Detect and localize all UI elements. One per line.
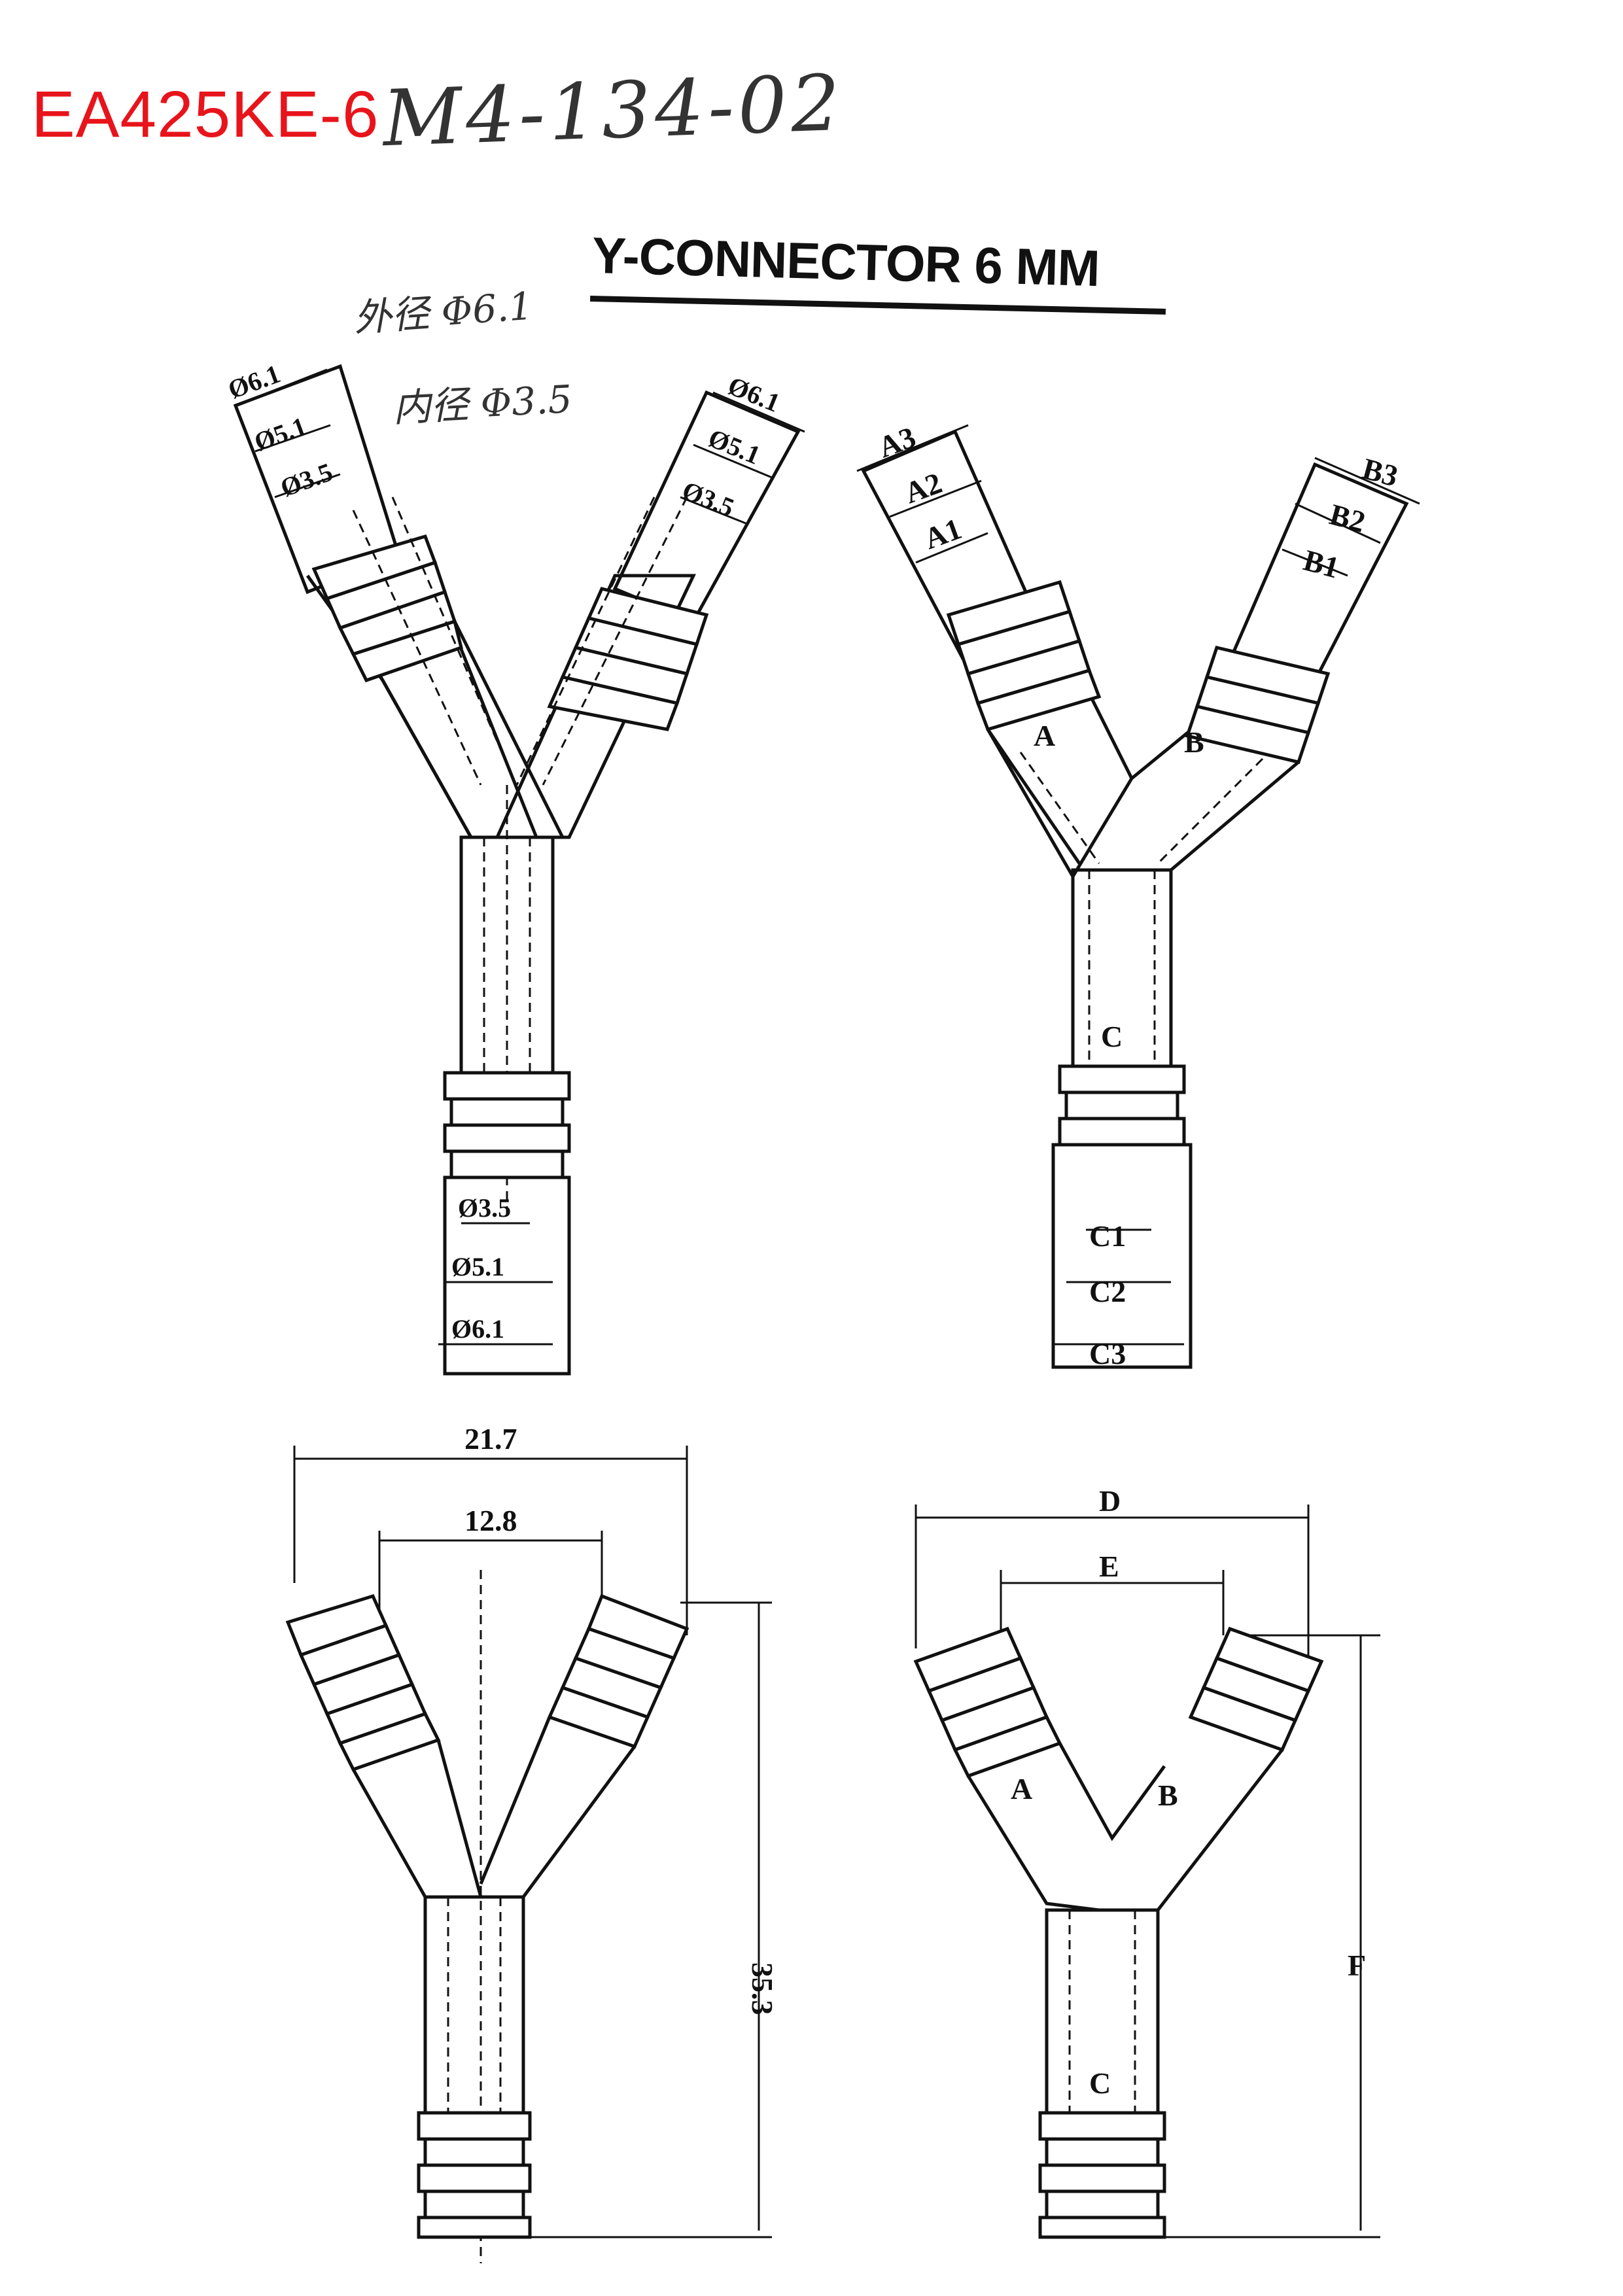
model-code: EA425KE-6	[31, 78, 379, 151]
v2-c3: C3	[1089, 1337, 1126, 1370]
v2-a2: A2	[900, 466, 946, 510]
v2-a3: A3	[874, 420, 920, 464]
v2-a1: A1	[920, 512, 966, 555]
v3-overall-width: 21.7	[464, 1422, 517, 1455]
v4-overall-width: D	[1099, 1484, 1121, 1518]
v2-b2: B2	[1326, 497, 1369, 538]
v1-bottom-d3: Ø6.1	[451, 1314, 504, 1344]
view3-connector	[285, 1446, 772, 2263]
v1-bottom-d1: Ø3.5	[458, 1193, 511, 1223]
view4-connector	[913, 1505, 1380, 2239]
v2-label-b: B	[1184, 725, 1204, 759]
v1-left-d3: Ø3.5	[277, 457, 337, 502]
v4-label-a: A	[1011, 1772, 1032, 1805]
v1-bottom-d2: Ø5.1	[451, 1252, 504, 1281]
v1-right-d2: Ø5.1	[705, 423, 765, 470]
v4-label-c: C	[1089, 2066, 1111, 2100]
v2-label-a: A	[1034, 719, 1055, 752]
v2-c2: C2	[1089, 1275, 1126, 1308]
v2-c1: C1	[1089, 1219, 1126, 1253]
v4-height: F	[1348, 1949, 1366, 1982]
v3-inner-width: 12.8	[464, 1504, 517, 1537]
v3-height: 35.3	[746, 1962, 779, 2015]
v2-label-c: C	[1101, 1020, 1123, 1053]
v1-right-d3: Ø3.5	[678, 476, 739, 523]
v1-left-d2: Ø5.1	[251, 411, 311, 457]
v4-label-b: B	[1158, 1779, 1178, 1812]
v4-inner-width: E	[1099, 1550, 1119, 1583]
v2-b1: B1	[1300, 543, 1342, 584]
view2-connector	[856, 424, 1420, 1369]
view1-connector	[233, 364, 805, 1376]
